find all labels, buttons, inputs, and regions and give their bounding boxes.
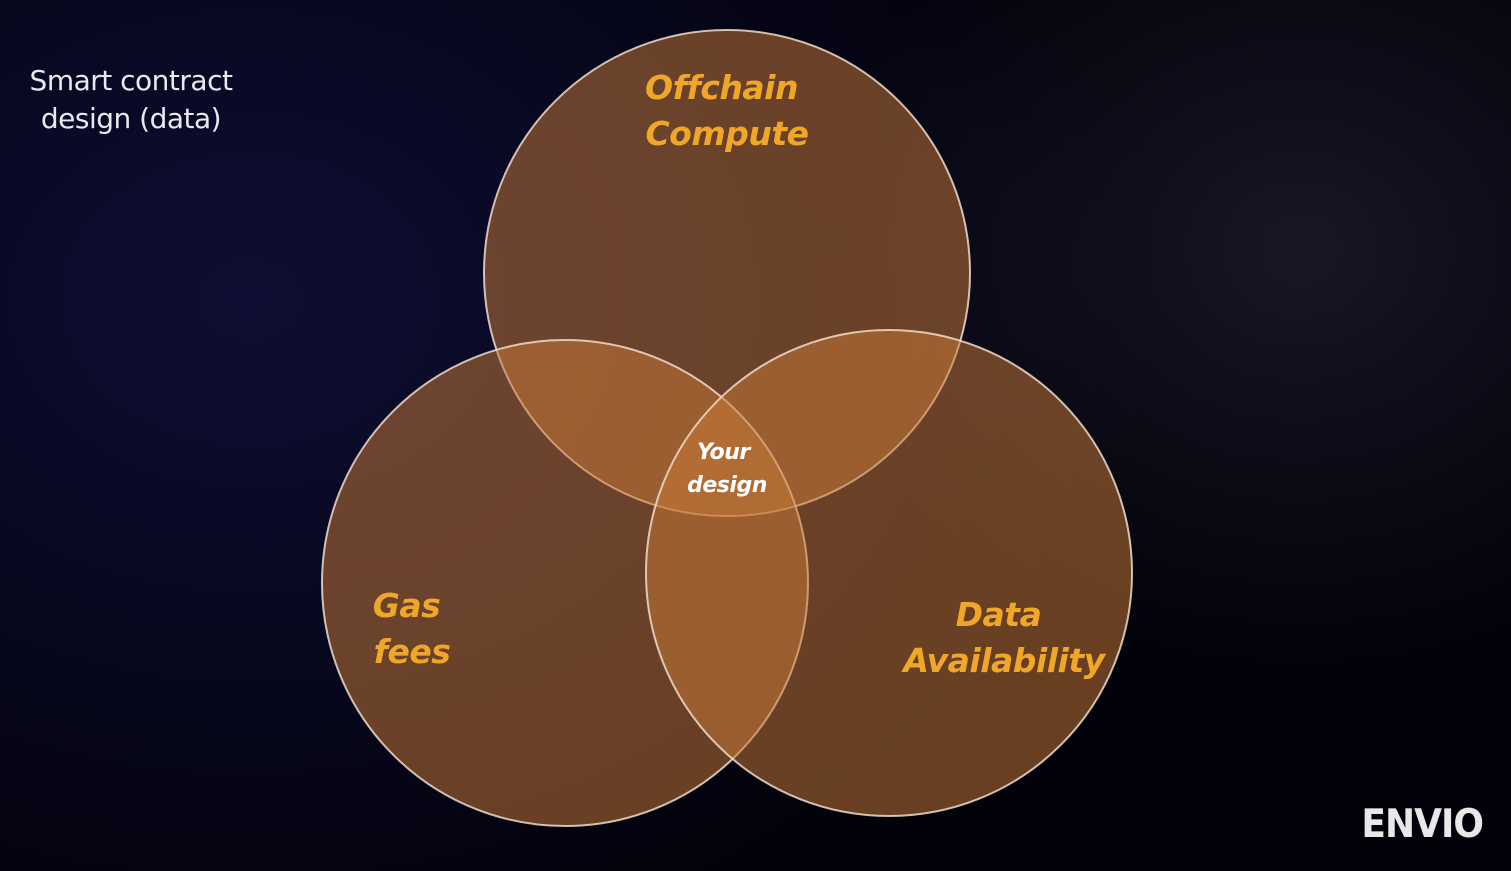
label-data-line-1: Data <box>956 595 1042 634</box>
label-your-design: Your design <box>687 440 767 498</box>
circle-data-availability <box>645 329 1133 817</box>
label-offchain-compute: Offchain Compute <box>645 68 809 153</box>
label-data-availability: Data Availability <box>900 595 1106 680</box>
label-your-design-line-2: design <box>687 473 767 498</box>
slide-title-line-2: design (data) <box>40 102 222 135</box>
label-gas-line-2: fees <box>374 632 451 671</box>
envio-logo: ENVIO <box>1361 801 1484 847</box>
label-offchain-line-1: Offchain <box>645 68 798 107</box>
label-gas-fees: Gas fees <box>373 586 452 671</box>
venn-circles <box>321 29 1133 827</box>
label-gas-line-1: Gas <box>373 586 441 625</box>
slide-title-line-1: Smart contract <box>29 64 233 97</box>
label-your-design-line-1: Your <box>697 440 751 465</box>
label-data-line-2: Availability <box>900 641 1106 680</box>
slide-title: Smart contract design (data) <box>20 62 242 138</box>
label-offchain-line-2: Compute <box>645 114 808 153</box>
